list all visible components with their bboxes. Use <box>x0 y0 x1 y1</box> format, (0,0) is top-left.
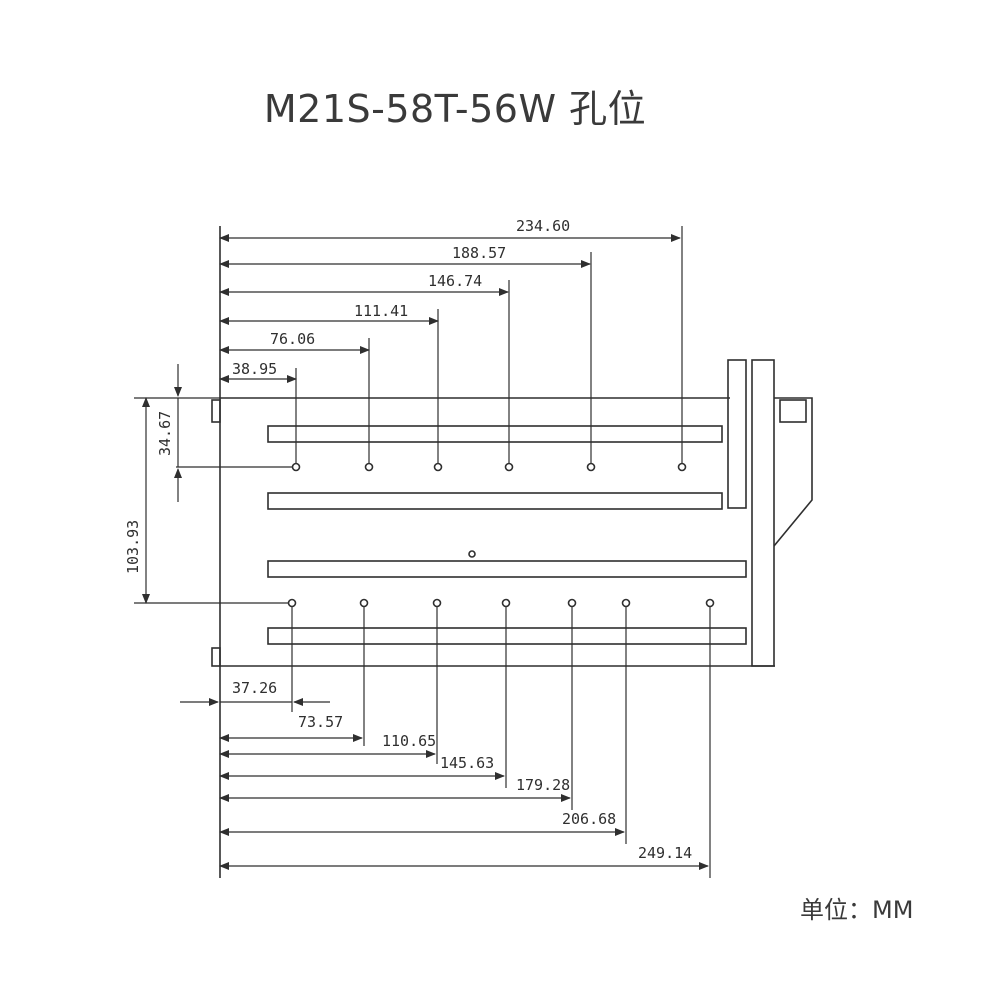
hole-top-4 <box>504 462 514 472</box>
dim-188-57: 188.57 <box>452 244 506 262</box>
slot-1 <box>267 425 723 443</box>
hole-bottom-2 <box>359 598 369 608</box>
dim-73-57: 73.57 <box>298 713 343 731</box>
slot-2 <box>267 492 723 510</box>
hole-center <box>468 550 476 558</box>
bracket-plate-2 <box>751 359 775 667</box>
top-hole-row <box>291 462 687 472</box>
left-tab-bottom <box>211 647 221 667</box>
dim-111-41: 111.41 <box>354 302 408 320</box>
dim-103-93: 103.93 <box>124 520 142 574</box>
hole-top-6 <box>677 462 687 472</box>
dim-110-65: 110.65 <box>382 732 436 750</box>
hole-bottom-6 <box>621 598 631 608</box>
slots <box>267 425 747 645</box>
vertical-dimensions: 34.67 103.93 <box>124 364 292 604</box>
dim-249-14: 249.14 <box>638 844 692 862</box>
hole-top-3 <box>433 462 443 472</box>
dim-145-63: 145.63 <box>440 754 494 772</box>
dim-38-95: 38.95 <box>232 360 277 378</box>
hole-top-1 <box>291 462 301 472</box>
bottom-hole-row <box>287 598 715 608</box>
hole-bottom-1 <box>287 598 297 608</box>
top-dimensions: 234.60 188.57 146.74 111.41 76.06 38.95 <box>219 217 683 466</box>
hole-bottom-3 <box>432 598 442 608</box>
bottom-dimensions: 37.26 73.57 110.65 145.63 179.28 206.68 … <box>180 607 711 878</box>
dim-206-68: 206.68 <box>562 810 616 828</box>
bracket-arm <box>773 397 813 547</box>
diagram-title: M21S-58T-56W 孔位 <box>263 87 647 131</box>
hole-bottom-7 <box>705 598 715 608</box>
hole-bottom-5 <box>567 598 577 608</box>
bracket-block <box>779 399 807 423</box>
hole-top-5 <box>586 462 596 472</box>
dim-179-28: 179.28 <box>516 776 570 794</box>
bracket-plate-1 <box>727 359 747 509</box>
dim-146-74: 146.74 <box>428 272 482 290</box>
hole-top-2 <box>364 462 374 472</box>
slot-3 <box>267 560 747 578</box>
hole-bottom-4 <box>501 598 511 608</box>
dim-37-26: 37.26 <box>232 679 277 697</box>
dim-34-67: 34.67 <box>156 411 174 456</box>
unit-label: 单位：MM <box>800 896 914 924</box>
dim-234-60: 234.60 <box>516 217 570 235</box>
slot-4 <box>267 627 747 645</box>
dim-76-06: 76.06 <box>270 330 315 348</box>
main-body <box>211 226 775 878</box>
right-bracket <box>727 359 813 667</box>
left-tab-top <box>211 399 221 423</box>
